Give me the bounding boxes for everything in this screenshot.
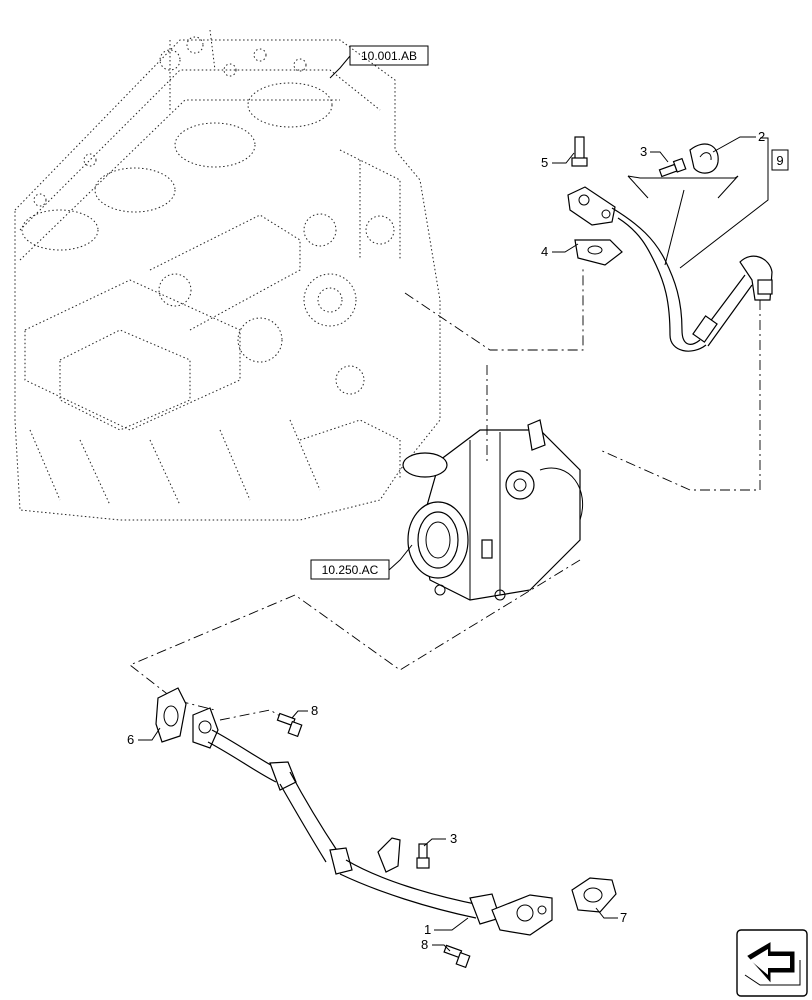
gasket-lower-right <box>571 877 617 913</box>
svg-text:8: 8 <box>421 937 428 952</box>
callout-5[interactable]: 5 <box>541 152 575 170</box>
svg-text:10.250.AC: 10.250.AC <box>322 563 379 577</box>
callout-8-upper[interactable]: 8 <box>291 703 318 719</box>
svg-text:10.001.AB: 10.001.AB <box>361 49 417 63</box>
engine-block-drawing <box>14 29 441 521</box>
oil-feed-pipe <box>567 143 773 352</box>
svg-text:7: 7 <box>620 910 627 925</box>
callout-8-lower[interactable]: 8 <box>421 937 451 952</box>
svg-text:6: 6 <box>127 732 134 747</box>
screw-lower <box>416 843 430 869</box>
bolt-upper <box>571 136 588 167</box>
svg-text:3: 3 <box>640 144 647 159</box>
callout-3-lower[interactable]: 3 <box>423 831 457 847</box>
group-bracket <box>627 137 769 269</box>
svg-text:5: 5 <box>541 155 548 170</box>
gasket-upper <box>574 239 623 266</box>
arrow-icon[interactable] <box>736 929 808 997</box>
callout-4[interactable]: 4 <box>541 243 579 259</box>
svg-text:1: 1 <box>424 922 431 937</box>
callout-3-upper[interactable]: 3 <box>640 144 669 163</box>
bolt-lower-upper <box>276 712 303 738</box>
screw-upper <box>658 157 687 178</box>
oil-return-pipe <box>192 707 553 936</box>
turbocharger-reference[interactable]: 10.250.AC <box>310 544 413 580</box>
svg-text:3: 3 <box>450 831 457 846</box>
engine-block-reference[interactable]: 10.001.AB <box>329 45 429 79</box>
bracket-note-box: 9 <box>771 149 789 171</box>
callout-7[interactable]: 7 <box>595 907 627 925</box>
gasket-lower-left <box>155 687 187 743</box>
svg-text:4: 4 <box>541 244 548 259</box>
svg-text:8: 8 <box>311 703 318 718</box>
callout-2[interactable]: 2 <box>712 129 765 153</box>
svg-text:2: 2 <box>758 129 765 144</box>
svg-text:9: 9 <box>776 153 783 168</box>
turbocharger-drawing <box>402 419 584 601</box>
callout-1[interactable]: 1 <box>424 917 469 937</box>
callout-6[interactable]: 6 <box>127 727 161 747</box>
bolt-lower-lower <box>443 944 471 969</box>
